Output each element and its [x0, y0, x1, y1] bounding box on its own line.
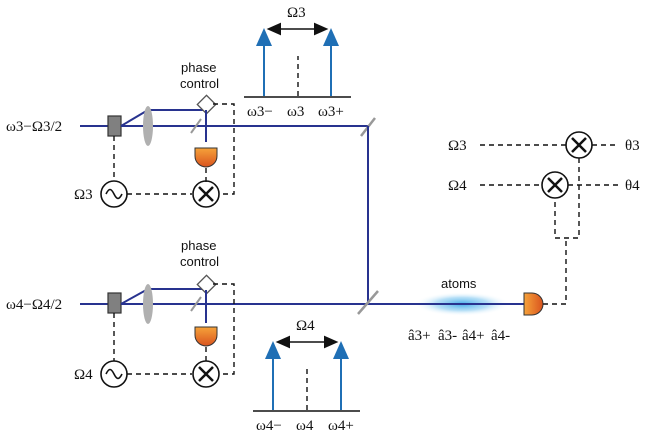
mode-a4-minus: â4-: [491, 328, 510, 344]
bottom-spectrum: Ω4 ω4− ω4 ω4+: [253, 318, 360, 434]
mode-a4-plus: â4+: [462, 328, 485, 344]
bottom-eom: [107, 292, 122, 314]
mixer-input-omega3: Ω3: [448, 138, 467, 154]
top-eom: [107, 115, 122, 137]
top-tick-center: ω3: [287, 104, 304, 120]
bottom-phase-control-label-2: control: [180, 254, 219, 269]
top-tick-minus: ω3−: [247, 104, 273, 120]
atoms-label: atoms: [441, 276, 477, 291]
demodulation-mixers: Ω3 Ω4 θ3 θ4: [448, 131, 640, 239]
top-detector: [194, 147, 218, 168]
bottom-mod-label: Ω4: [74, 367, 93, 383]
mixer-output-theta4: θ4: [625, 178, 640, 194]
bottom-beamsplitter: [190, 296, 202, 312]
top-optical-path: phase control ω3−Ω3/2 Ω3: [6, 60, 368, 208]
top-tick-plus: ω3+: [318, 104, 344, 120]
top-phase-control-element: [196, 94, 217, 115]
bottom-lens: [143, 284, 153, 324]
mode-a3-minus: â3-: [438, 328, 457, 344]
bottom-span-label: Ω4: [296, 318, 315, 334]
mixer-theta4-icon: [541, 171, 569, 199]
bottom-input-label: ω4−Ω4/2: [6, 297, 62, 313]
bottom-tick-minus: ω4−: [256, 418, 282, 434]
bottom-tick-plus: ω4+: [328, 418, 354, 434]
mixer-input-omega4: Ω4: [448, 178, 467, 194]
top-spectrum: Ω3 ω3− ω3 ω3+: [244, 5, 351, 120]
top-input-label: ω3−Ω3/2: [6, 119, 62, 135]
mixer-output-theta3: θ3: [625, 138, 640, 154]
bottom-phase-control-element: [196, 274, 217, 295]
atoms-region: atoms â3+ â3- â4+ â4-: [408, 276, 524, 344]
top-lens: [143, 106, 153, 146]
top-mod-label: Ω3: [74, 187, 93, 203]
bottom-mixer-icon: [192, 360, 220, 388]
top-beamsplitter: [190, 118, 202, 134]
top-phase-control-label-2: control: [180, 76, 219, 91]
top-phase-control-label-1: phase: [181, 60, 216, 75]
bottom-detector: [194, 326, 218, 347]
mode-a3-plus: â3+: [408, 328, 431, 344]
final-detector: [523, 292, 544, 316]
top-span-label: Ω3: [287, 5, 306, 21]
top-mixer-icon: [192, 180, 220, 208]
combining-mirror: [357, 290, 379, 315]
bottom-tick-center: ω4: [296, 418, 314, 434]
bottom-phase-control-label-1: phase: [181, 238, 216, 253]
